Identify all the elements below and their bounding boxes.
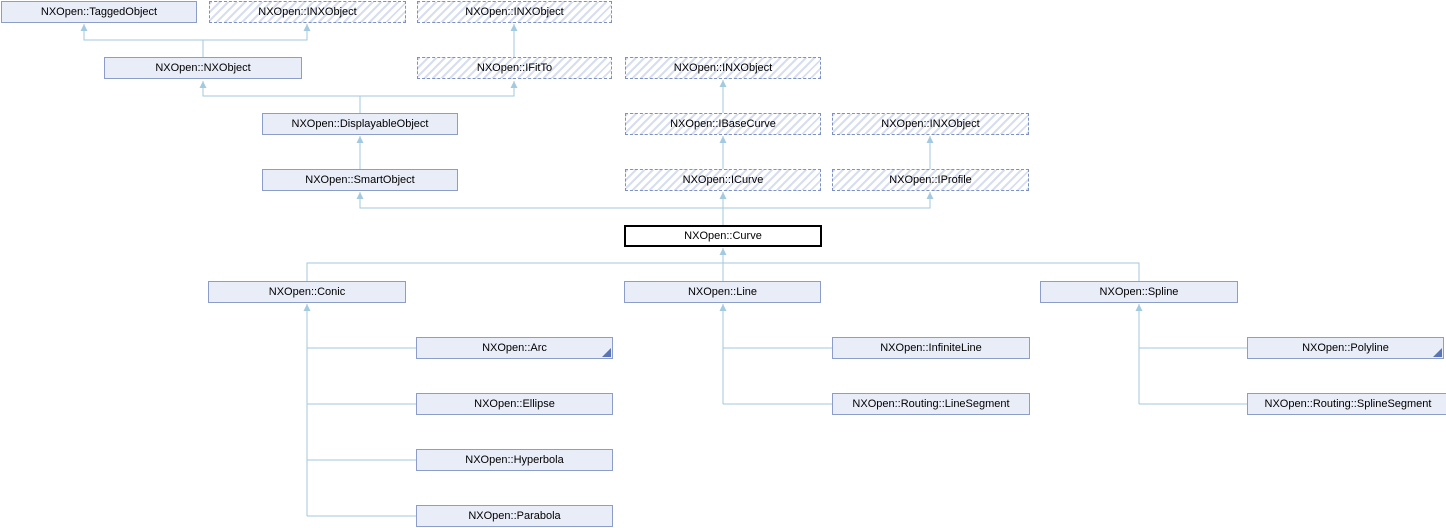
class-node-nxobject[interactable]: NXOpen::NXObject (104, 57, 302, 79)
edge-nxobject-to-taggedobject (80, 24, 204, 57)
edge-curve-to-iprofile (723, 192, 934, 209)
interface-node-inxobject-c[interactable]: NXOpen::INXObject (625, 57, 821, 79)
interface-node-inxobject-d[interactable]: NXOpen::INXObject (832, 113, 1029, 135)
class-node-smartobject[interactable]: NXOpen::SmartObject (262, 169, 458, 191)
class-node-spline[interactable]: NXOpen::Spline (1040, 281, 1238, 303)
class-node-label: NXOpen::IBaseCurve (670, 117, 776, 130)
interface-node-inxobject-b[interactable]: NXOpen::INXObject (417, 1, 612, 23)
class-node-label: NXOpen::ICurve (682, 173, 764, 186)
class-node-label: NXOpen::Hyperbola (465, 453, 564, 466)
class-node-label: NXOpen::INXObject (673, 61, 773, 74)
interface-node-ibasecurve[interactable]: NXOpen::IBaseCurve (625, 113, 821, 135)
class-node-displayableobject[interactable]: NXOpen::DisplayableObject (262, 113, 458, 135)
class-node-label: NXOpen::TaggedObject (40, 5, 158, 18)
interface-node-ifitto[interactable]: NXOpen::IFitTo (417, 57, 612, 79)
class-node-line[interactable]: NXOpen::Line (624, 281, 821, 303)
class-node-label: NXOpen::SmartObject (305, 173, 415, 186)
edge-displayableobject-to-ifitto (360, 81, 518, 97)
class-node-label: NXOpen::Spline (1099, 285, 1179, 298)
edge-displayableobject-to-nxobject (199, 81, 361, 113)
class-node-label: NXOpen::Ellipse (474, 397, 555, 410)
class-node-label: NXOpen::Routing::LineSegment (852, 397, 1010, 410)
interface-node-inxobject-a[interactable]: NXOpen::INXObject (209, 1, 406, 23)
class-node-label: NXOpen::IProfile (889, 173, 972, 186)
edge-curve-to-smartobject (356, 192, 723, 209)
class-node-infiniteline[interactable]: NXOpen::InfiniteLine (832, 337, 1030, 359)
class-node-label: NXOpen::Arc (482, 341, 547, 354)
class-node-label: NXOpen::Line (687, 285, 758, 298)
class-node-label: NXOpen::Parabola (468, 509, 561, 522)
interface-node-icurve[interactable]: NXOpen::ICurve (625, 169, 821, 191)
class-node-parabola[interactable]: NXOpen::Parabola (416, 505, 613, 527)
class-node-label: NXOpen::InfiniteLine (880, 341, 982, 354)
class-node-label: NXOpen::DisplayableObject (291, 117, 429, 130)
class-node-hyperbola[interactable]: NXOpen::Hyperbola (416, 449, 613, 471)
class-node-label: NXOpen::Conic (268, 285, 346, 298)
class-node-routing-splinesegment[interactable]: NXOpen::Routing::SplineSegment (1247, 393, 1446, 415)
class-node-ellipse[interactable]: NXOpen::Ellipse (416, 393, 613, 415)
class-node-label: NXOpen::Curve (684, 229, 762, 242)
class-node-label: NXOpen::IFitTo (476, 61, 553, 74)
class-node-label: NXOpen::INXObject (258, 5, 357, 18)
class-node-routing-linesegment[interactable]: NXOpen::Routing::LineSegment (832, 393, 1030, 415)
class-node-label: NXOpen::NXObject (155, 61, 251, 74)
class-node-label: NXOpen::Polyline (1302, 341, 1389, 354)
class-node-arc[interactable]: NXOpen::Arc (416, 337, 613, 359)
truncated-corner-icon (1433, 348, 1442, 357)
class-node-label: NXOpen::INXObject (881, 117, 980, 130)
class-node-conic[interactable]: NXOpen::Conic (208, 281, 406, 303)
class-node-label: NXOpen::INXObject (465, 5, 564, 18)
class-node-curve-current[interactable]: NXOpen::Curve (624, 225, 822, 247)
edge-nxobject-to-inxobject-a (203, 24, 311, 41)
class-node-label: NXOpen::Routing::SplineSegment (1264, 397, 1432, 410)
class-node-taggedobject[interactable]: NXOpen::TaggedObject (1, 1, 197, 23)
truncated-corner-icon (602, 348, 611, 357)
interface-node-iprofile[interactable]: NXOpen::IProfile (832, 169, 1029, 191)
class-node-polyline[interactable]: NXOpen::Polyline (1247, 337, 1444, 359)
